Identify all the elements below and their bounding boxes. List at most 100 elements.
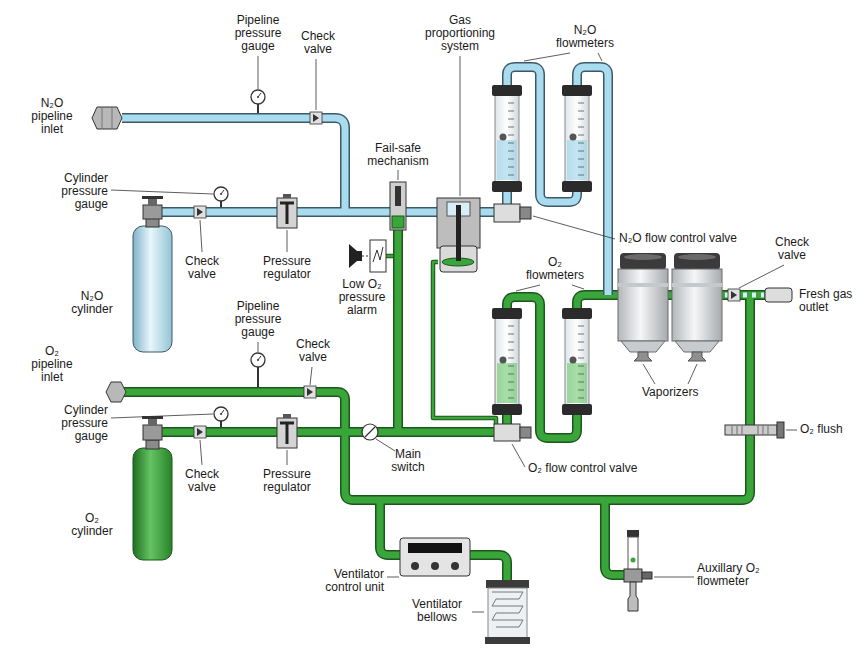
leader-line xyxy=(572,285,584,289)
part-label: Cylinder pressure gauge xyxy=(48,172,108,211)
flow-control-valve xyxy=(494,424,520,441)
proportioning-rod xyxy=(456,205,461,261)
label-text: N₂O flow control valve xyxy=(619,232,737,245)
n2o-pipe xyxy=(480,209,494,216)
cylinder-valve xyxy=(143,205,162,219)
fresh-gas-outlet xyxy=(765,288,792,302)
o2-pipe xyxy=(395,228,402,432)
part-label: Pressure regulator xyxy=(256,468,318,494)
o2-pipe xyxy=(380,500,401,555)
aux-flowmeter-float xyxy=(631,558,636,563)
label-text: Main switch xyxy=(382,448,434,474)
label-text: Cylinder pressure gauge xyxy=(48,172,108,211)
check-valve xyxy=(310,112,322,124)
o2-pipe xyxy=(160,427,494,437)
fail-safe-valve xyxy=(395,186,401,206)
part-label: Check valve xyxy=(293,30,343,56)
vaporizer-dial xyxy=(620,253,666,270)
part-label: O₂ flush xyxy=(800,423,843,436)
leader-line xyxy=(786,430,797,431)
label-text: Ventilator bellows xyxy=(404,598,470,624)
bellows-housing xyxy=(488,588,527,638)
leader-line xyxy=(287,450,288,465)
o2-pipe xyxy=(605,500,626,575)
part-label: Pipeline pressure gauge xyxy=(227,14,289,53)
label-text: O₂ pipeline inlet xyxy=(24,345,80,384)
o2-cylinder xyxy=(133,448,172,560)
ventilator-display xyxy=(408,543,462,553)
part-label: Pressure regulator xyxy=(256,255,318,281)
label-text: Pipeline pressure gauge xyxy=(227,300,289,339)
n2o-pipe xyxy=(122,118,345,212)
part-label: N₂O cylinder xyxy=(64,290,120,316)
flush-button xyxy=(777,422,784,438)
label-text: Vaporizers xyxy=(642,386,698,399)
n2o-pipe xyxy=(122,118,345,212)
leader-line xyxy=(376,439,395,451)
leader-line xyxy=(200,440,202,465)
aux-flowmeter-nozzle xyxy=(628,582,638,611)
label-text: N₂O pipeline inlet xyxy=(24,97,80,136)
alarm-box xyxy=(370,240,386,272)
check-valve xyxy=(194,206,206,218)
vaporizer-band xyxy=(672,283,722,287)
leader-line xyxy=(739,265,784,288)
leader-line xyxy=(387,577,399,578)
flowmeter-tube xyxy=(492,85,522,192)
pressure-regulator xyxy=(277,414,297,448)
leader-line xyxy=(258,342,259,352)
vaporizer-body xyxy=(618,269,668,341)
part-label: Main switch xyxy=(382,448,434,474)
leader-line xyxy=(310,367,312,385)
o2-pipe xyxy=(605,500,626,575)
ventilator-knob xyxy=(431,562,439,570)
pressure-gauge xyxy=(251,90,265,104)
bellows-base xyxy=(485,637,530,644)
o2-pipe xyxy=(393,228,403,432)
part-label: N₂O pipeline inlet xyxy=(24,97,80,136)
label-text: Pipeline pressure gauge xyxy=(227,14,289,53)
label-text: Pressure regulator xyxy=(256,255,318,281)
leader-line xyxy=(688,364,697,384)
part-label: Fresh gas outlet xyxy=(799,288,861,314)
leader-line xyxy=(516,285,540,291)
filler-port xyxy=(688,352,706,361)
part-label: O₂ flow control valve xyxy=(528,462,637,475)
pressure-gauge xyxy=(214,407,228,421)
n2o-pipe xyxy=(480,207,494,217)
vaporizer-dial xyxy=(678,254,716,260)
label-text: Check valve xyxy=(288,338,338,364)
gauge-stem xyxy=(221,104,258,427)
part-label: Pipeline pressure gauge xyxy=(227,300,289,339)
vaporizer-body xyxy=(672,269,722,341)
cylinder-handle xyxy=(142,196,163,199)
leader-line xyxy=(512,444,525,467)
flush-valve xyxy=(725,425,777,435)
leader-lines xyxy=(111,53,797,612)
label-text: Cylinder pressure gauge xyxy=(48,404,108,443)
label-text: O₂ cylinder xyxy=(64,512,120,538)
inlet-detail xyxy=(102,108,112,128)
label-text: Check valve xyxy=(293,30,343,56)
ventilator-knob xyxy=(451,562,459,570)
leader-line xyxy=(533,216,615,239)
part-label: Auxillary O₂ flowmeter xyxy=(697,562,781,588)
o2-pipe xyxy=(380,500,401,555)
fail-safe-valve xyxy=(390,182,406,230)
part-label: Check valve xyxy=(288,338,338,364)
flow-control-valve xyxy=(494,204,520,222)
leader-line xyxy=(654,577,694,578)
ventilator-control-unit xyxy=(400,538,470,576)
alarm-link xyxy=(362,256,370,257)
fail-safe-valve xyxy=(392,216,404,228)
leader-line xyxy=(287,230,288,252)
label-text: O₂ flush xyxy=(800,423,843,436)
filler-port xyxy=(634,352,652,361)
check-valve xyxy=(304,386,316,398)
ventilator-knob xyxy=(411,562,419,570)
flush-valve xyxy=(732,426,768,434)
label-text: Ventilator control unit xyxy=(308,568,384,594)
label-text: Pressure regulator xyxy=(256,468,318,494)
